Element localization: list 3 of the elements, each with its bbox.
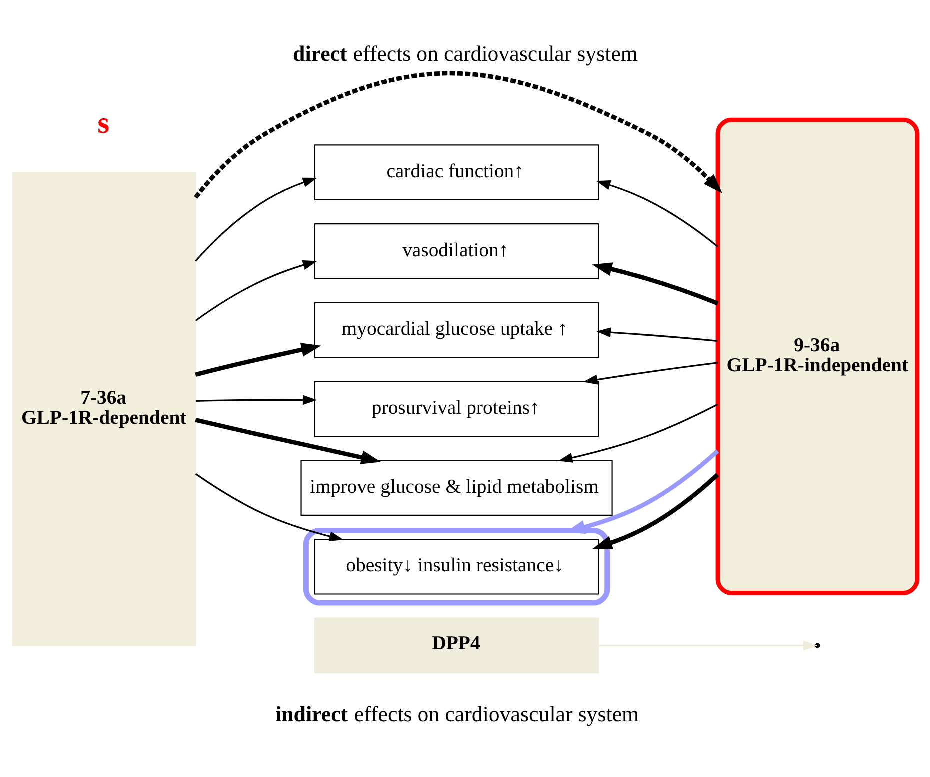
caption: indirect effects on cardiovascular system: [276, 701, 640, 726]
label: s: [98, 106, 110, 140]
diagram-title: direct effects on cardiovascular system: [293, 41, 638, 66]
